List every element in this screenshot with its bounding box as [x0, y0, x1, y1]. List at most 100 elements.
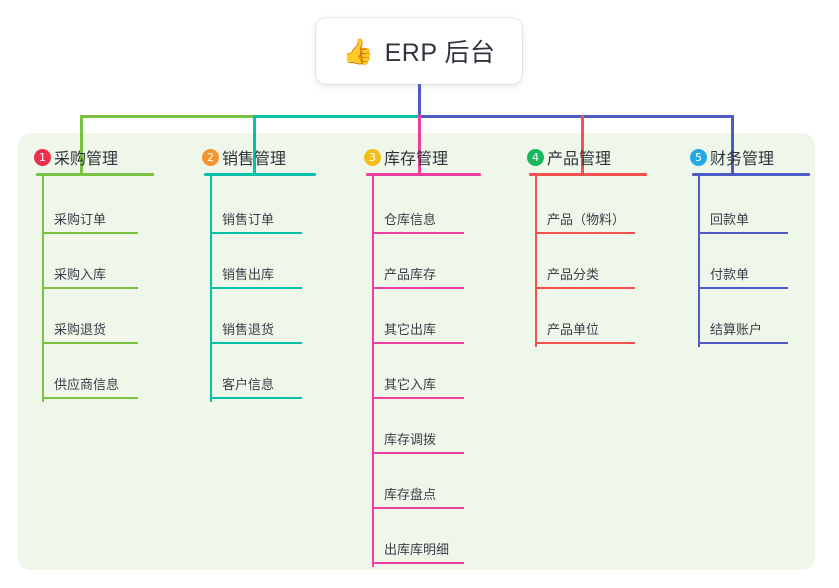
leaf-underline	[42, 342, 138, 344]
thumbs-up-icon: 👍	[342, 37, 374, 66]
diagram-panel	[18, 133, 815, 570]
leaf-item-label: 其它入库	[384, 377, 437, 392]
leaf-underline	[210, 397, 302, 399]
branch-underline	[204, 173, 316, 176]
drop-line-4	[581, 115, 584, 173]
leaf-item[interactable]: 其它入库	[372, 373, 464, 399]
leaf-item-label: 产品库存	[384, 267, 437, 282]
branch-number-badge: 2	[202, 149, 219, 166]
branch-underline	[36, 173, 154, 176]
leaf-item[interactable]: 库存调拨	[372, 428, 464, 454]
branch-spine	[535, 176, 537, 347]
leaf-item-label: 客户信息	[222, 377, 275, 392]
leaf-item-label: 仓库信息	[384, 212, 437, 227]
leaf-underline	[535, 232, 635, 234]
leaf-item[interactable]: 仓库信息	[372, 208, 464, 234]
leaf-item[interactable]: 产品（物料）	[535, 208, 635, 234]
leaf-item-label: 结算账户	[710, 322, 763, 337]
leaf-item-label: 采购退货	[54, 322, 107, 337]
leaf-item-label: 库存调拨	[384, 432, 437, 447]
leaf-item[interactable]: 产品单位	[535, 318, 635, 344]
connector-segment-2	[253, 115, 421, 118]
branch-spine	[372, 176, 374, 567]
branch-number-badge: 5	[690, 149, 707, 166]
drop-line-3	[418, 115, 421, 173]
branch-underline	[366, 173, 481, 176]
leaf-item[interactable]: 付款单	[698, 263, 788, 289]
leaf-item[interactable]: 出库库明细	[372, 538, 464, 564]
leaf-item-label: 其它出库	[384, 322, 437, 337]
leaf-item-label: 产品单位	[547, 322, 600, 337]
leaf-underline	[372, 397, 464, 399]
leaf-item-label: 采购入库	[54, 267, 107, 282]
leaf-item-label: 产品（物料）	[547, 212, 626, 227]
leaf-item-label: 供应商信息	[54, 377, 120, 392]
branch-number-badge: 3	[364, 149, 381, 166]
leaf-item[interactable]: 采购入库	[42, 263, 138, 289]
leaf-item[interactable]: 产品库存	[372, 263, 464, 289]
leaf-item[interactable]: 销售出库	[210, 263, 302, 289]
leaf-underline	[210, 287, 302, 289]
leaf-underline	[42, 287, 138, 289]
leaf-item[interactable]: 回款单	[698, 208, 788, 234]
connector-segment-3	[418, 115, 734, 118]
branch-number-badge: 4	[527, 149, 544, 166]
leaf-item-label: 采购订单	[54, 212, 107, 227]
root-node-title: ERP 后台	[384, 39, 496, 67]
branch-spine	[210, 176, 212, 402]
leaf-item[interactable]: 结算账户	[698, 318, 788, 344]
leaf-underline	[372, 342, 464, 344]
drop-line-1	[80, 115, 83, 173]
leaf-item-label: 产品分类	[547, 267, 600, 282]
connector-segment-1	[80, 115, 256, 118]
drop-line-5	[731, 115, 734, 173]
branch-number-badge: 1	[34, 149, 51, 166]
branch-underline	[529, 173, 647, 176]
leaf-item[interactable]: 销售订单	[210, 208, 302, 234]
leaf-underline	[210, 232, 302, 234]
leaf-item-label: 库存盘点	[384, 487, 437, 502]
leaf-item[interactable]: 采购订单	[42, 208, 138, 234]
leaf-item-label: 销售订单	[222, 212, 275, 227]
leaf-item[interactable]: 库存盘点	[372, 483, 464, 509]
leaf-item[interactable]: 客户信息	[210, 373, 302, 399]
branch-spine	[42, 176, 44, 402]
leaf-underline	[535, 287, 635, 289]
branch-underline	[692, 173, 810, 176]
leaf-item[interactable]: 采购退货	[42, 318, 138, 344]
leaf-item-label: 付款单	[710, 267, 750, 282]
branch-title: 销售管理	[222, 151, 287, 168]
leaf-underline	[210, 342, 302, 344]
drop-line-2	[253, 115, 256, 173]
root-node[interactable]: 👍 ERP 后台	[316, 18, 522, 84]
leaf-underline	[372, 562, 464, 564]
branch-title: 财务管理	[710, 151, 775, 168]
leaf-underline	[42, 397, 138, 399]
leaf-item[interactable]: 供应商信息	[42, 373, 138, 399]
leaf-item[interactable]: 其它出库	[372, 318, 464, 344]
leaf-underline	[535, 342, 635, 344]
branch-title: 库存管理	[384, 151, 449, 168]
leaf-item[interactable]: 销售退货	[210, 318, 302, 344]
leaf-item-label: 回款单	[710, 212, 750, 227]
trunk-line	[418, 84, 421, 118]
branch-title: 产品管理	[547, 151, 612, 168]
leaf-item-label: 销售退货	[222, 322, 275, 337]
leaf-item-label: 销售出库	[222, 267, 275, 282]
branch-spine	[698, 176, 700, 347]
leaf-underline	[372, 452, 464, 454]
branch-title: 采购管理	[54, 151, 119, 168]
leaf-underline	[698, 342, 788, 344]
leaf-underline	[42, 232, 138, 234]
leaf-item[interactable]: 产品分类	[535, 263, 635, 289]
